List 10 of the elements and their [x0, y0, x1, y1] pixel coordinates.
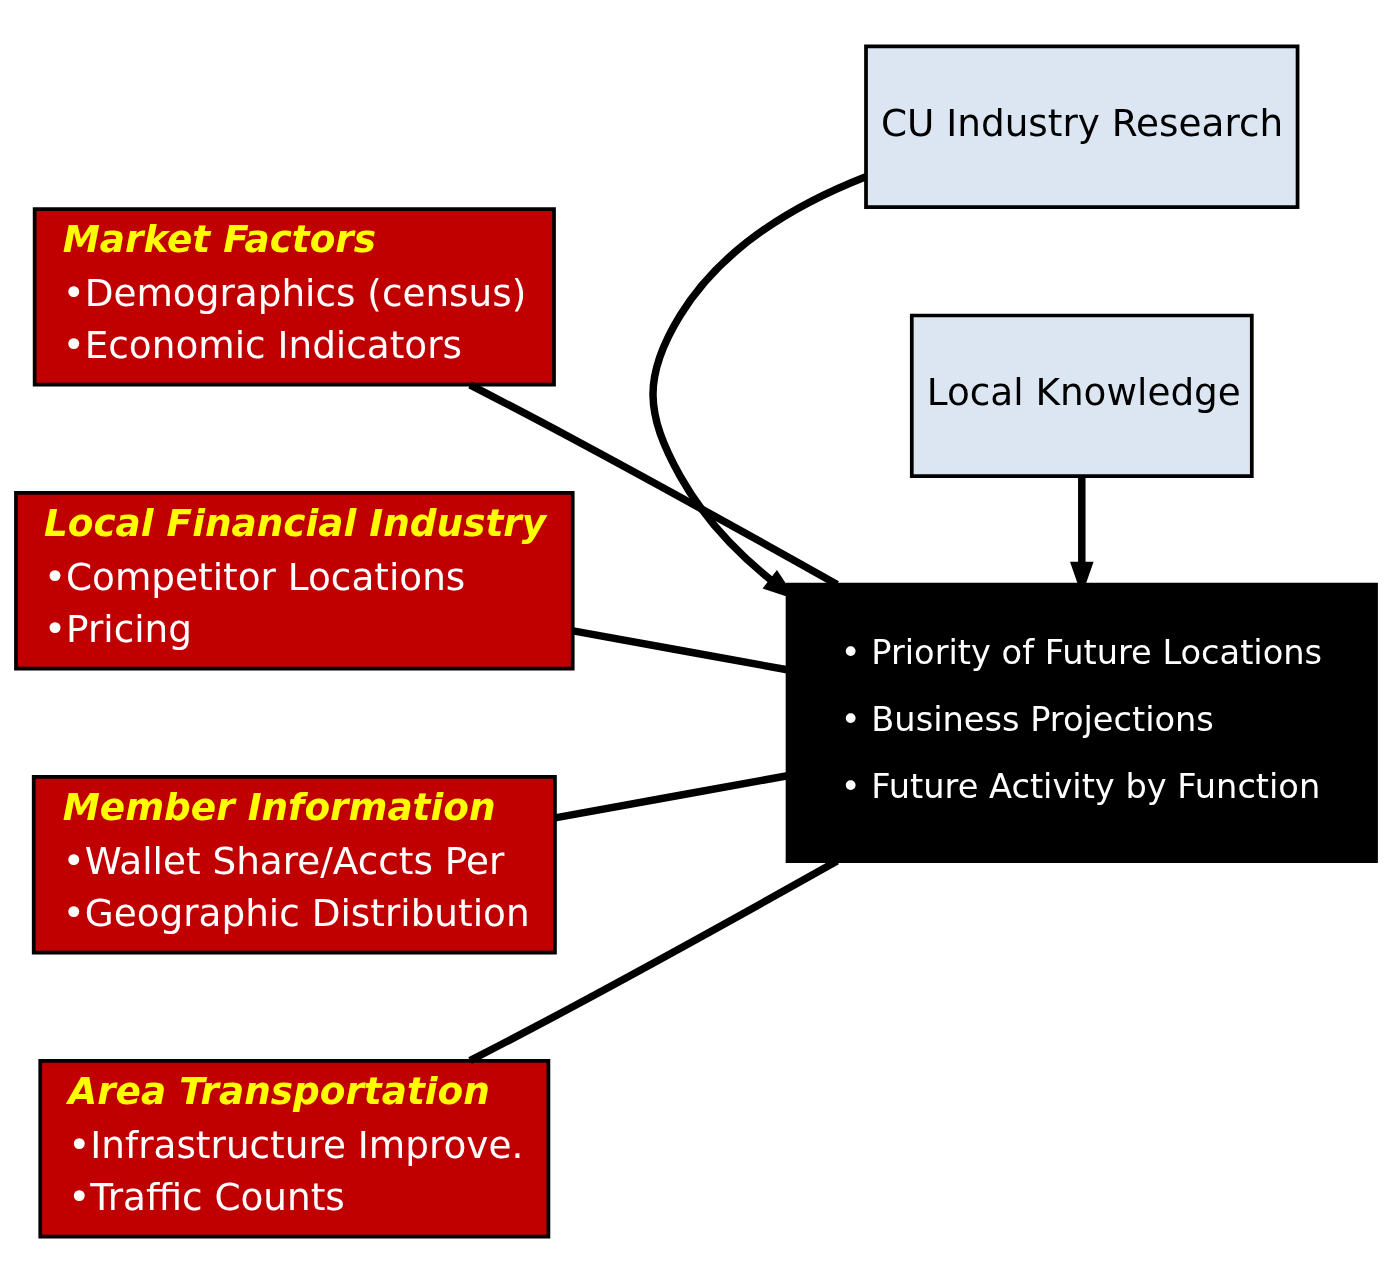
node-box: Member Information •Wallet Share/Accts Per •Geographic Distribution [31, 775, 557, 955]
connector [572, 627, 788, 674]
node-box: • Priority of Future Locations • Business Projections • Future Activity by Function [785, 582, 1378, 863]
node-box: Area Transportation •Infrastructure Improve. •Traffic Counts [38, 1059, 551, 1239]
node-box: Local Knowledge [909, 313, 1254, 479]
node-box: Market Factors •Demographics (census) •Economic Indicators [32, 207, 556, 387]
node-box: CU Industry Research [864, 44, 1300, 209]
node-box: Local Financial Industry •Competitor Locations •Pricing [14, 491, 575, 671]
arrow [649, 173, 868, 600]
connector [554, 772, 789, 822]
